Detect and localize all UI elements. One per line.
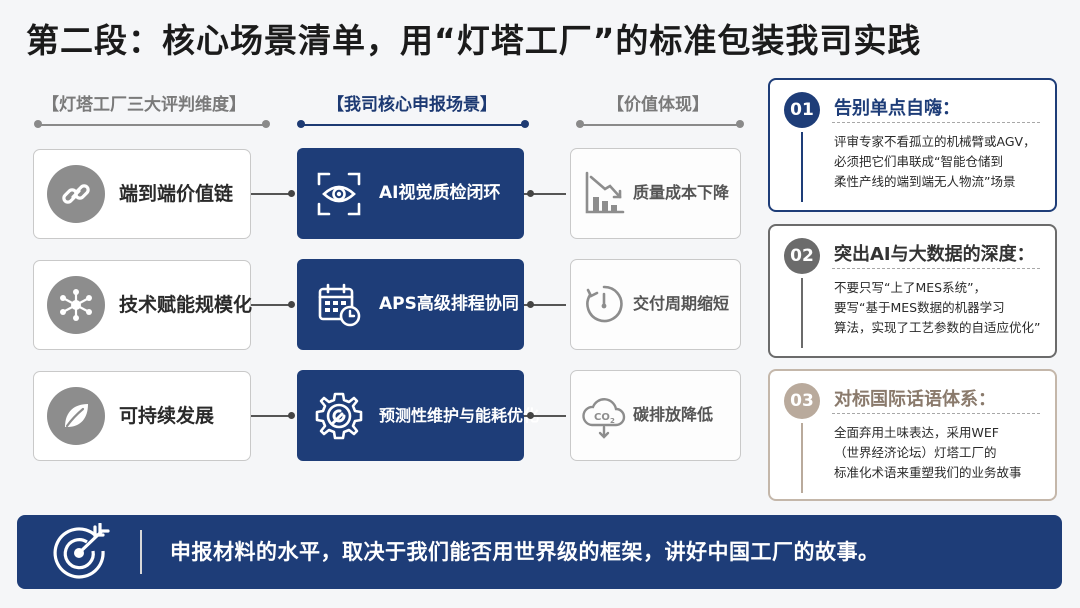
card-accent-bar (801, 278, 803, 348)
eye-scan-icon (315, 170, 363, 222)
card-body: 不要只写“上了MES系统”， 要写“基于MES数据的机器学习 算法，实现了工艺参… (834, 278, 1040, 338)
card-number: 01 (784, 92, 820, 128)
value-label: 质量成本下降 (633, 183, 730, 202)
underline-dot (521, 120, 529, 128)
scene-box: 预测性维护与能耗优化 (297, 370, 539, 461)
card-body-line: 不要只写“上了MES系统”， (834, 280, 987, 295)
connector-dot (288, 301, 295, 308)
card-body-line: 标准化术语来重塑我们的业务故事 (834, 465, 1022, 480)
card-body-line: 柔性产线的端到端无人物流”场景 (834, 174, 1016, 189)
column-header-scenes: 【我司核心申报场景】 (327, 95, 497, 115)
tip-card-02: 02 突出AI与大数据的深度： 不要只写“上了MES系统”， 要写“基于MES数… (768, 224, 1057, 358)
card-divider (832, 122, 1040, 123)
dimension-label: 端到端价值链 (119, 183, 234, 205)
card-body-line: 评审专家不看孤立的机械臂或AGV， (834, 134, 1036, 149)
connector (251, 193, 291, 195)
card-body-line: 必须把它们串联成“智能仓储到 (834, 154, 1003, 169)
underline-dot (297, 120, 305, 128)
card-body: 全面弃用土味表达，采用WEF （世界经济论坛）灯塔工厂的 标准化术语来重塑我们的… (834, 423, 1022, 483)
column-underline-left (38, 124, 266, 126)
card-accent-bar (801, 132, 803, 202)
connector-dot (527, 190, 534, 197)
target-arrow-icon (53, 522, 113, 585)
banner-divider (140, 530, 142, 574)
dimension-label: 可持续发展 (119, 405, 215, 427)
scene-box: APS高级排程协同 (297, 259, 524, 350)
card-heading: 对标国际话语体系： (834, 389, 996, 410)
page-title: 第二段：核心场景清单，用“灯塔工厂”的标准包装我司实践 (26, 21, 922, 60)
underline-dot (34, 120, 42, 128)
connector (524, 415, 566, 417)
gear-wrench-icon (313, 390, 365, 446)
card-body-line: 全面弃用土味表达，采用WEF (834, 425, 999, 440)
connector-dot (527, 412, 534, 419)
svg-text:2: 2 (610, 417, 615, 425)
co2-cloud-icon: CO 2 (580, 393, 628, 443)
svg-text:CO: CO (594, 412, 610, 423)
link-icon (47, 165, 105, 223)
calendar-clock-icon (315, 281, 363, 333)
column-header-value: 【价值体现】 (607, 95, 709, 115)
connector (524, 193, 566, 195)
dimension-box: 端到端价值链 (33, 149, 251, 239)
card-divider (832, 413, 1040, 414)
underline-dot (262, 120, 270, 128)
tip-card-03: 03 对标国际话语体系： 全面弃用土味表达，采用WEF （世界经济论坛）灯塔工厂… (768, 369, 1057, 501)
leaf-icon (47, 387, 105, 445)
connector-dot (288, 190, 295, 197)
card-number: 02 (784, 238, 820, 274)
card-heading: 告别单点自嗨： (834, 98, 960, 119)
connector-dot (527, 301, 534, 308)
banner-text: 申报材料的水平，取决于我们能否用世界级的框架，讲好中国工厂的故事。 (170, 540, 880, 564)
scene-label: APS高级排程协同 (379, 294, 519, 314)
dimension-box: 可持续发展 (33, 371, 251, 461)
connector-dot (288, 412, 295, 419)
card-body-line: 要写“基于MES数据的机器学习 (834, 300, 1005, 315)
timer-icon (584, 284, 624, 328)
value-label: 交付周期缩短 (633, 294, 730, 313)
column-underline-middle (301, 124, 525, 126)
declining-chart-icon (583, 171, 625, 219)
value-box: 交付周期缩短 (570, 259, 741, 350)
value-box: 质量成本下降 (570, 148, 741, 239)
connector (251, 415, 291, 417)
dimension-label: 技术赋能规模化 (119, 294, 253, 316)
card-heading: 突出AI与大数据的深度： (834, 244, 1035, 265)
card-accent-bar (801, 423, 803, 493)
value-label: 碳排放降低 (633, 405, 714, 424)
card-divider (832, 268, 1040, 269)
column-header-dimensions: 【灯塔工厂三大评判维度】 (42, 95, 246, 115)
connector (524, 304, 566, 306)
connector (251, 304, 291, 306)
tip-card-01: 01 告别单点自嗨： 评审专家不看孤立的机械臂或AGV， 必须把它们串联成“智能… (768, 78, 1057, 212)
scene-box: AI视觉质检闭环 (297, 148, 524, 239)
card-body-line: 算法，实现了工艺参数的自适应优化” (834, 320, 1041, 335)
card-body: 评审专家不看孤立的机械臂或AGV， 必须把它们串联成“智能仓储到 柔性产线的端到… (834, 132, 1036, 192)
scene-label: 预测性维护与能耗优化 (379, 406, 540, 425)
value-box: CO 2 碳排放降低 (570, 370, 741, 461)
conclusion-banner: 申报材料的水平，取决于我们能否用世界级的框架，讲好中国工厂的故事。 (17, 515, 1062, 589)
dimension-box: 技术赋能规模化 (33, 260, 253, 350)
network-icon (47, 276, 105, 334)
underline-dot (736, 120, 744, 128)
card-number: 03 (784, 383, 820, 419)
card-body-line: （世界经济论坛）灯塔工厂的 (834, 445, 997, 460)
column-underline-right (580, 124, 740, 126)
underline-dot (576, 120, 584, 128)
scene-label: AI视觉质检闭环 (379, 183, 501, 203)
